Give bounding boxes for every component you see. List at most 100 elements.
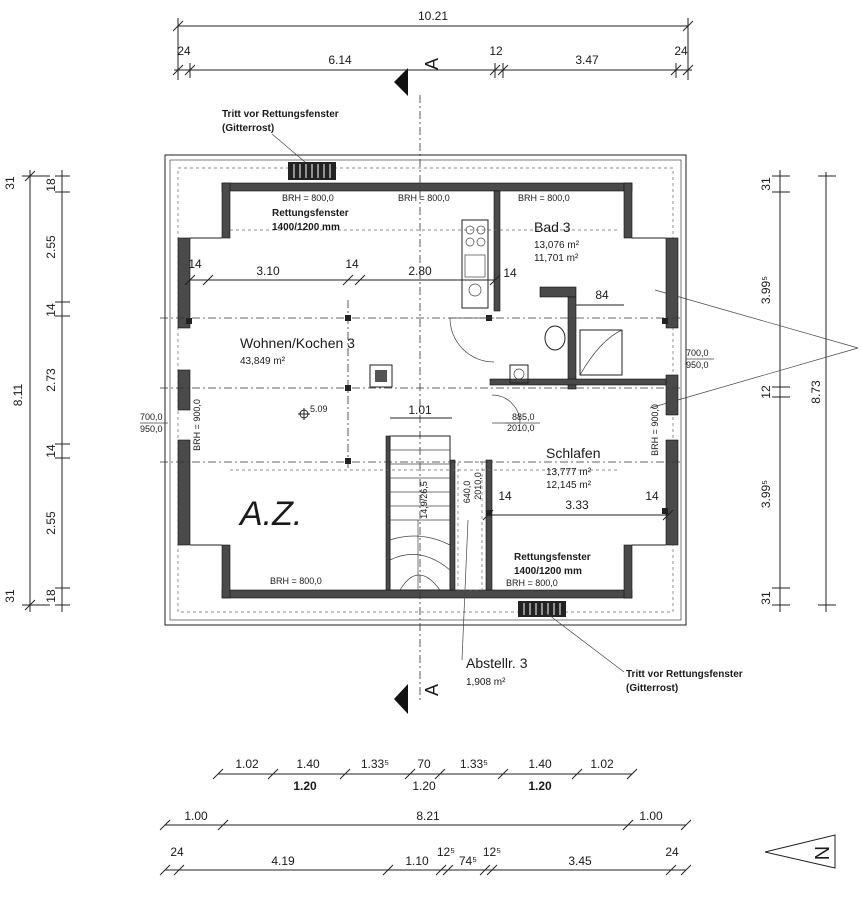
room-bad-name: Bad 3 [534,219,571,235]
brh-bottom-left: BRH = 800,0 [270,576,322,586]
dim-int-280: 2.80 [408,264,432,278]
dim-left-seg-9: 31 [3,589,17,603]
dim-b1-sub-3: 1.20 [528,779,552,793]
north-arrow-icon: N [764,834,836,869]
dim-left-seg-8: 18 [44,589,58,603]
dim-top-span-b: 3.47 [575,53,599,67]
dim-b3-7: 3.45 [568,854,592,868]
dim-top-mid-wall: 12 [489,44,503,58]
left-window-a: 700,0 [140,412,163,422]
room-schlafen-name: Schlafen [546,445,600,461]
dim-top-total: 10.21 [418,9,448,23]
dim-left-seg-7: 2.55 [44,511,58,535]
dim-b3-4: 12⁵ [437,845,455,859]
dim-b2-1: 1.00 [184,809,208,823]
building: 14,9/26,5 [160,95,687,700]
dim-b1-sub-1: 1.20 [293,779,317,793]
dim-int-14c: 14 [503,266,517,280]
tritt-top-line2: (Gitterrost) [222,123,274,134]
dim-top-left-wall: 24 [177,44,191,58]
left-window-b: 950,0 [140,424,163,434]
dim-b3-8: 24 [665,845,679,859]
dim-b3-6: 12⁵ [483,845,501,859]
dim-int-84: 84 [595,288,609,302]
brh-right: BRH = 900,0 [650,404,660,456]
dim-b1-3: 1.33⁵ [361,757,389,771]
room-wohnen-name: Wohnen/Kochen 3 [240,335,355,351]
dim-int-310: 3.10 [256,264,280,278]
dim-b3-1: 24 [170,845,184,859]
room-bad-area1: 13,076 m² [534,240,580,251]
room-schlafen-area1: 13,777 m² [546,467,592,478]
room-abstell-name: Abstellr. 3 [466,655,528,671]
dim-int-333: 3.33 [565,498,589,512]
rettung-top-size: 1400/1200 mm [272,222,340,233]
abstell-door-a: 640,0 [462,481,472,504]
dim-right-seg-3: 12 [759,385,773,399]
dim-left-seg-5: 2.73 [44,368,58,392]
rettung-bottom-label: Rettungsfenster [514,552,591,563]
dim-left-total: 8.11 [11,383,25,406]
room-bad-area2: 11,701 m² [534,253,579,264]
bottom-dimension-chain-1: 1.02 1.40 1.33⁵ 70 1.33⁵ 1.40 1.02 1.20 … [212,757,638,793]
right-window-b: 950,0 [686,360,709,370]
svg-text:A: A [422,58,442,70]
dim-b1-7: 1.02 [590,757,614,771]
height-mark: 5.09 [310,404,328,414]
brh-top-right: BRH = 800,0 [518,193,570,203]
room-labels: Wohnen/Kochen 3 43,849 m² Bad 3 13,076 m… [238,219,600,688]
dim-right-seg-5: 31 [759,591,773,605]
bottom-dimension-chain-3: 24 4.19 1.10 12⁵ 74⁵ 12⁵ 3.45 24 [159,845,692,876]
room-wohnen-area: 43,849 m² [240,356,286,367]
dim-int-14d: 14 [498,489,512,503]
dim-top-right-wall: 24 [674,44,688,58]
dim-b3-5: 74⁵ [459,854,477,868]
brh-left: BRH = 900,0 [192,399,202,451]
dim-right-seg-4: 3.99⁵ [759,480,773,508]
dim-int-14a: 14 [188,257,202,271]
bottom-dimension-chain-2: 1.00 8.21 1.00 [159,809,692,831]
dim-left-seg-1: 31 [3,176,17,190]
dim-int-14e: 14 [645,489,659,503]
right-window-a: 700,0 [686,348,709,358]
dim-top-span-a: 6.14 [328,53,352,67]
section-marker-top: A [394,58,442,96]
dim-right-seg-1: 31 [759,177,773,191]
callouts: Tritt vor Rettungsfenster (Gitterrost) T… [222,109,743,694]
rettung-bottom-size: 1400/1200 mm [514,566,582,577]
dim-int-101: 1.01 [408,403,432,417]
brh-bottom-right: BRH = 800,0 [506,578,558,588]
room-abstell-area: 1,908 m² [466,677,506,688]
brh-top-mid: BRH = 800,0 [398,193,450,203]
dim-b1-2: 1.40 [296,757,320,771]
dim-left-seg-6: 14 [44,444,58,458]
room-schlafen-area2: 12,145 m² [546,480,592,491]
dim-b1-6: 1.40 [528,757,552,771]
brh-top-left: BRH = 800,0 [282,193,334,203]
abstell-door-b: 2010,0 [473,472,483,500]
window-labels: Rettungsfenster 1400/1200 mm Rettungsfen… [140,193,714,588]
stair-label: 14,9/26,5 [419,481,429,519]
interior-dimensions: 14 3.10 14 2.80 14 84 1.01 14 3.33 14 [184,257,674,521]
dim-b3-3: 1.10 [405,854,429,868]
right-dimension-chain: 31 3.99⁵ 12 3.99⁵ 31 8.73 [649,170,859,612]
dim-b2-3: 1.00 [639,809,663,823]
dim-b1-5: 1.33⁵ [460,757,488,771]
dim-left-seg-2: 18 [44,178,58,192]
tritt-bottom-line1: Tritt vor Rettungsfenster [626,669,743,680]
dim-right-total: 8.73 [809,380,823,404]
door-a: 885,0 [512,412,535,422]
dim-b3-2: 4.19 [271,854,295,868]
dim-b1-1: 1.02 [235,757,259,771]
tritt-top-line1: Tritt vor Rettungsfenster [222,109,339,120]
rettung-top-label: Rettungsfenster [272,208,349,219]
dim-int-14b: 14 [345,257,359,271]
svg-text:A: A [422,684,442,696]
dim-right-seg-2: 3.99⁵ [759,276,773,304]
svg-text:N: N [812,846,834,860]
dim-left-seg-3: 2.55 [44,235,58,259]
section-marker-bottom: A [394,684,442,714]
door-b: 2010,0 [507,423,535,433]
dim-b2-2: 8.21 [416,809,440,823]
